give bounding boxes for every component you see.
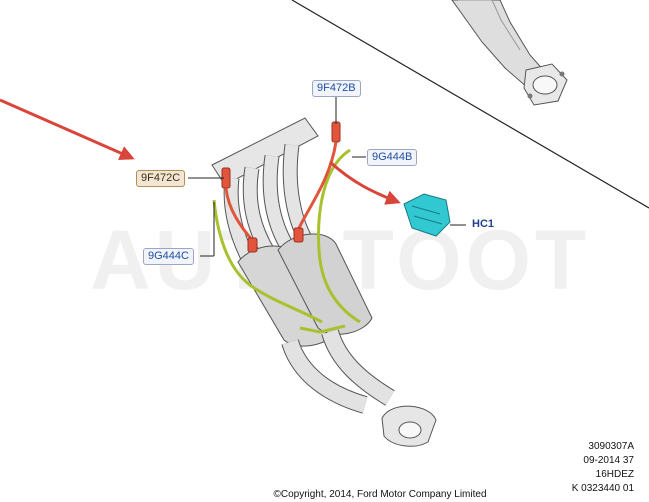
reference-line-2: 09-2014 37 — [583, 455, 634, 466]
leader-lines — [188, 96, 466, 257]
reference-block: 3090307A 09-2014 37 16HDEZ K 0323440 01 — [572, 440, 634, 496]
intermediate-pipe — [451, 0, 568, 106]
reference-line-4: K 0323440 01 — [571, 483, 634, 494]
copyright-notice: ©Copyright, 2014, Ford Motor Company Lim… — [273, 489, 487, 500]
sensor-wiring — [212, 148, 361, 334]
reference-line-1: 3090307A — [588, 441, 634, 452]
callout-9f472c[interactable]: 9F472C — [136, 170, 186, 187]
pointer-arrow — [0, 98, 135, 161]
exhaust-manifold — [211, 117, 437, 447]
wiring-connector — [403, 193, 451, 237]
reference-line-3: 16HDEZ — [595, 469, 634, 480]
connector-arrow — [328, 160, 401, 205]
callout-9f472b[interactable]: 9F472B — [312, 80, 361, 97]
callout-hc1[interactable]: HC1 — [472, 218, 495, 230]
section-divider-line — [291, 0, 649, 209]
callout-9g444c[interactable]: 9G444C — [143, 248, 194, 265]
callout-9g444b[interactable]: 9G444B — [367, 149, 418, 166]
heated-oxygen-sensors — [221, 121, 341, 253]
